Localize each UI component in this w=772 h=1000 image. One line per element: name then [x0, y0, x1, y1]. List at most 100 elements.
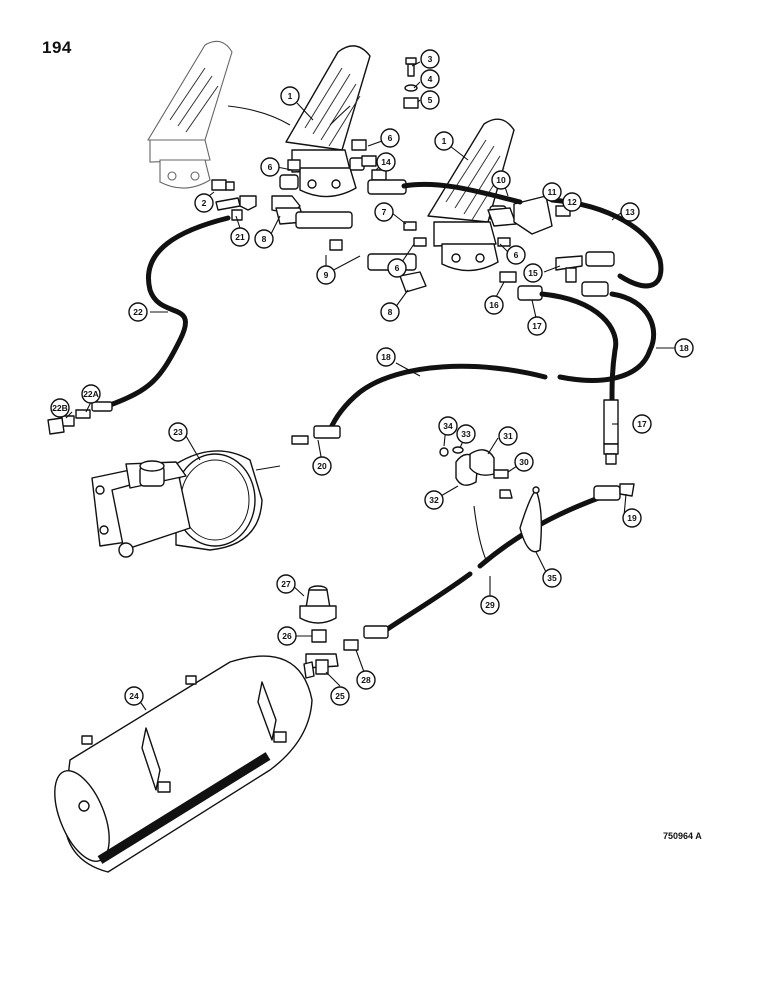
callout-10: 10 — [491, 170, 511, 190]
svg-text:18: 18 — [381, 352, 391, 362]
svg-text:1: 1 — [288, 91, 293, 101]
callout-8a: 8 — [254, 229, 274, 249]
svg-text:22: 22 — [133, 307, 143, 317]
callout-8b: 8 — [380, 302, 400, 322]
callout-14: 14 — [376, 152, 396, 172]
callout-26: 26 — [277, 626, 297, 646]
callout-27: 27 — [276, 574, 296, 594]
callout-20: 20 — [312, 456, 332, 476]
callout-2: 2 — [194, 193, 214, 213]
svg-text:34: 34 — [443, 421, 453, 431]
svg-text:7: 7 — [382, 207, 387, 217]
svg-text:16: 16 — [489, 300, 499, 310]
callout-9: 9 — [316, 265, 336, 285]
left-brake-pedal-phantom — [147, 40, 233, 189]
svg-text:13: 13 — [625, 207, 635, 217]
svg-text:17: 17 — [637, 419, 647, 429]
callout-4: 4 — [420, 69, 440, 89]
svg-text:35: 35 — [547, 573, 557, 583]
pressure-switch — [299, 585, 339, 679]
callout-6c: 6 — [387, 258, 407, 278]
svg-text:4: 4 — [428, 74, 433, 84]
callout-15: 15 — [523, 263, 543, 283]
callout-28: 28 — [356, 670, 376, 690]
master-cylinder — [91, 450, 263, 558]
svg-text:6: 6 — [514, 250, 519, 260]
callout-22B: 22B — [50, 398, 70, 418]
callout-3: 3 — [420, 49, 440, 69]
callout-32: 32 — [424, 490, 444, 510]
callout-1b: 1 — [434, 131, 454, 151]
svg-text:10: 10 — [496, 175, 506, 185]
callout-6d: 6 — [506, 245, 526, 265]
svg-text:30: 30 — [519, 457, 529, 467]
callout-30: 30 — [514, 452, 534, 472]
svg-text:19: 19 — [627, 513, 637, 523]
svg-text:15: 15 — [528, 268, 538, 278]
svg-text:14: 14 — [381, 157, 391, 167]
svg-text:31: 31 — [503, 431, 513, 441]
fittings — [211, 57, 615, 301]
svg-text:8: 8 — [262, 234, 267, 244]
callout-1a: 1 — [280, 86, 300, 106]
svg-text:1: 1 — [442, 136, 447, 146]
svg-text:2: 2 — [202, 198, 207, 208]
svg-text:11: 11 — [548, 187, 557, 197]
callout-7: 7 — [374, 202, 394, 222]
callout-6a: 6 — [380, 128, 400, 148]
callouts: 1 1 2 3 4 5 6 6 6 6 7 8 8 9 10 11 12 13 … — [50, 49, 694, 706]
svg-text:25: 25 — [335, 691, 345, 701]
svg-text:21: 21 — [235, 232, 245, 242]
svg-text:33: 33 — [461, 429, 471, 439]
callout-22: 22 — [128, 302, 148, 322]
callout-12: 12 — [562, 192, 582, 212]
callout-13: 13 — [620, 202, 640, 222]
callout-18b: 18 — [674, 338, 694, 358]
svg-text:8: 8 — [388, 307, 393, 317]
svg-text:20: 20 — [317, 461, 327, 471]
clips — [439, 446, 543, 561]
callout-18a: 18 — [376, 347, 396, 367]
svg-text:6: 6 — [395, 263, 400, 273]
callout-33: 33 — [456, 424, 476, 444]
svg-text:12: 12 — [567, 197, 577, 207]
callout-21: 21 — [230, 227, 250, 247]
svg-text:27: 27 — [281, 579, 291, 589]
callout-17a: 17 — [527, 316, 547, 336]
callout-11: 11 — [542, 182, 562, 202]
callout-16: 16 — [484, 295, 504, 315]
svg-text:29: 29 — [485, 600, 495, 610]
hoses — [47, 181, 664, 651]
callout-17b: 17 — [632, 414, 652, 434]
svg-text:17: 17 — [532, 321, 542, 331]
svg-text:22B: 22B — [52, 403, 68, 413]
air-tank — [54, 655, 313, 873]
drawing-reference-code: 750964 A — [663, 831, 702, 841]
svg-text:6: 6 — [388, 133, 393, 143]
svg-text:6: 6 — [268, 162, 273, 172]
svg-text:5: 5 — [428, 95, 433, 105]
svg-text:23: 23 — [173, 427, 183, 437]
svg-text:3: 3 — [428, 54, 433, 64]
callout-19: 19 — [622, 508, 642, 528]
callout-5: 5 — [420, 90, 440, 110]
svg-text:18: 18 — [679, 343, 689, 353]
callout-25: 25 — [330, 686, 350, 706]
svg-text:28: 28 — [361, 675, 371, 685]
svg-text:26: 26 — [282, 631, 292, 641]
callout-31: 31 — [498, 426, 518, 446]
center-brake-pedal — [279, 45, 371, 198]
page-number: 194 — [42, 38, 72, 57]
callout-35: 35 — [542, 568, 562, 588]
callout-22A: 22A — [81, 384, 101, 404]
callout-6b: 6 — [260, 157, 280, 177]
callout-24: 24 — [124, 686, 144, 706]
svg-text:22A: 22A — [83, 389, 99, 399]
callout-23: 23 — [168, 422, 188, 442]
callout-29: 29 — [480, 595, 500, 615]
svg-text:32: 32 — [429, 495, 439, 505]
svg-text:24: 24 — [129, 691, 139, 701]
callout-34: 34 — [438, 416, 458, 436]
